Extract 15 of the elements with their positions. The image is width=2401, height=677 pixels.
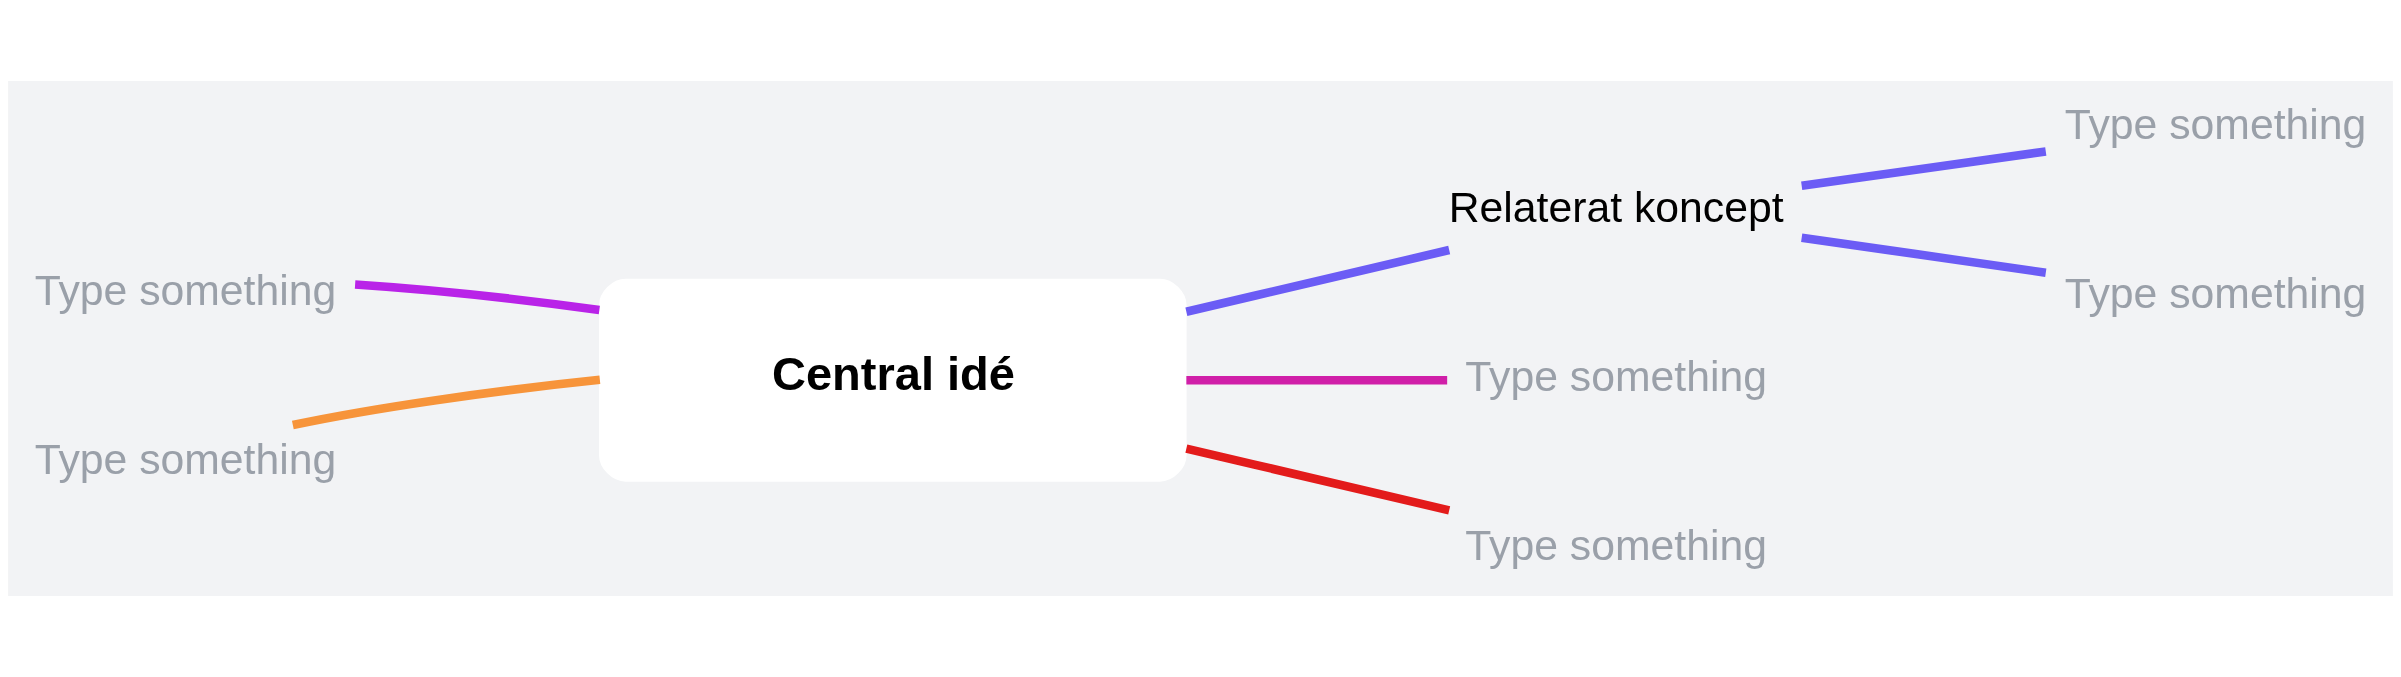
connector [1185, 444, 1451, 515]
connector [1186, 375, 1448, 385]
node-text: Type something [1465, 520, 1767, 569]
node-text: Type something [2064, 99, 2367, 148]
node-box: Central idé [598, 278, 1187, 482]
node-text: Type something [2064, 268, 2367, 317]
connector [292, 375, 601, 430]
connector [1801, 147, 2047, 190]
node-text: Relaterat koncept [1448, 183, 1784, 232]
connector [1185, 245, 1451, 316]
node-text: Type something [34, 435, 337, 484]
node-text: Type something [34, 266, 337, 315]
connector [354, 280, 600, 315]
node-text: Type something [1465, 351, 1767, 400]
connector [1801, 233, 2047, 277]
